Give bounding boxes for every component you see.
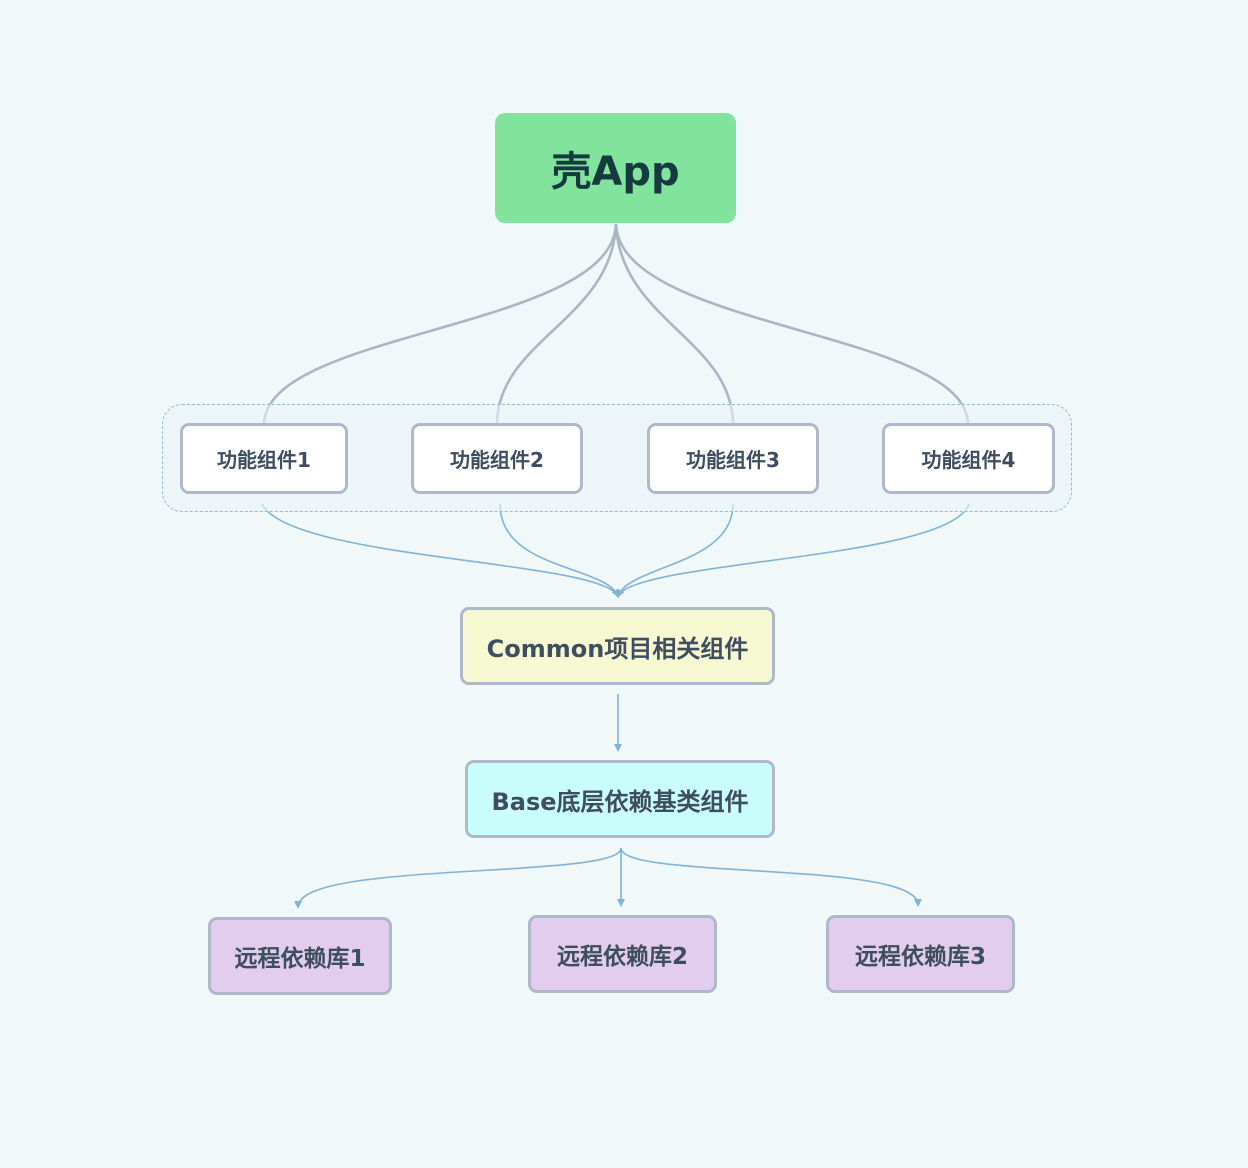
base-component-label: Base底层依赖基类组件: [491, 787, 749, 816]
base-component-node[interactable]: Base底层依赖基类组件: [465, 760, 775, 838]
shell-app-label: 壳App: [551, 149, 680, 195]
connector-base-to-library-3: [620, 847, 922, 907]
shell-app-node[interactable]: 壳App: [495, 113, 736, 223]
connector-base-to-library-1: [294, 847, 622, 909]
remote-library-3-label: 远程依赖库3: [854, 944, 986, 970]
remote-library-2-label: 远程依赖库2: [556, 944, 688, 970]
feature-component-4-node[interactable]: 功能组件4: [882, 423, 1055, 494]
common-component-node[interactable]: Common项目相关组件: [460, 607, 775, 685]
connector-feature-3-to-common: [616, 503, 734, 598]
remote-library-3-node[interactable]: 远程依赖库3: [826, 915, 1015, 993]
connector-app-to-feature-4: [614, 223, 970, 426]
connector-app-to-feature-1: [262, 223, 618, 426]
connector-feature-2-to-common: [499, 503, 620, 598]
feature-component-1-label: 功能组件1: [217, 448, 311, 472]
connector-app-to-feature-3: [614, 223, 735, 426]
connector-feature-4-to-common: [617, 503, 970, 598]
feature-component-3-node[interactable]: 功能组件3: [647, 423, 819, 494]
feature-component-4-label: 功能组件4: [921, 448, 1016, 472]
common-component-label: Common项目相关组件: [486, 634, 749, 663]
feature-component-3-label: 功能组件3: [686, 448, 780, 472]
connector-app-to-feature-2: [495, 223, 618, 426]
remote-library-1-label: 远程依赖库1: [234, 946, 366, 972]
connector-feature-1-to-common: [261, 503, 619, 598]
remote-library-2-node[interactable]: 远程依赖库2: [528, 915, 717, 993]
feature-component-2-label: 功能组件2: [450, 448, 544, 472]
feature-component-1-node[interactable]: 功能组件1: [180, 423, 348, 494]
feature-component-2-node[interactable]: 功能组件2: [411, 423, 583, 494]
remote-library-1-node[interactable]: 远程依赖库1: [208, 917, 392, 995]
